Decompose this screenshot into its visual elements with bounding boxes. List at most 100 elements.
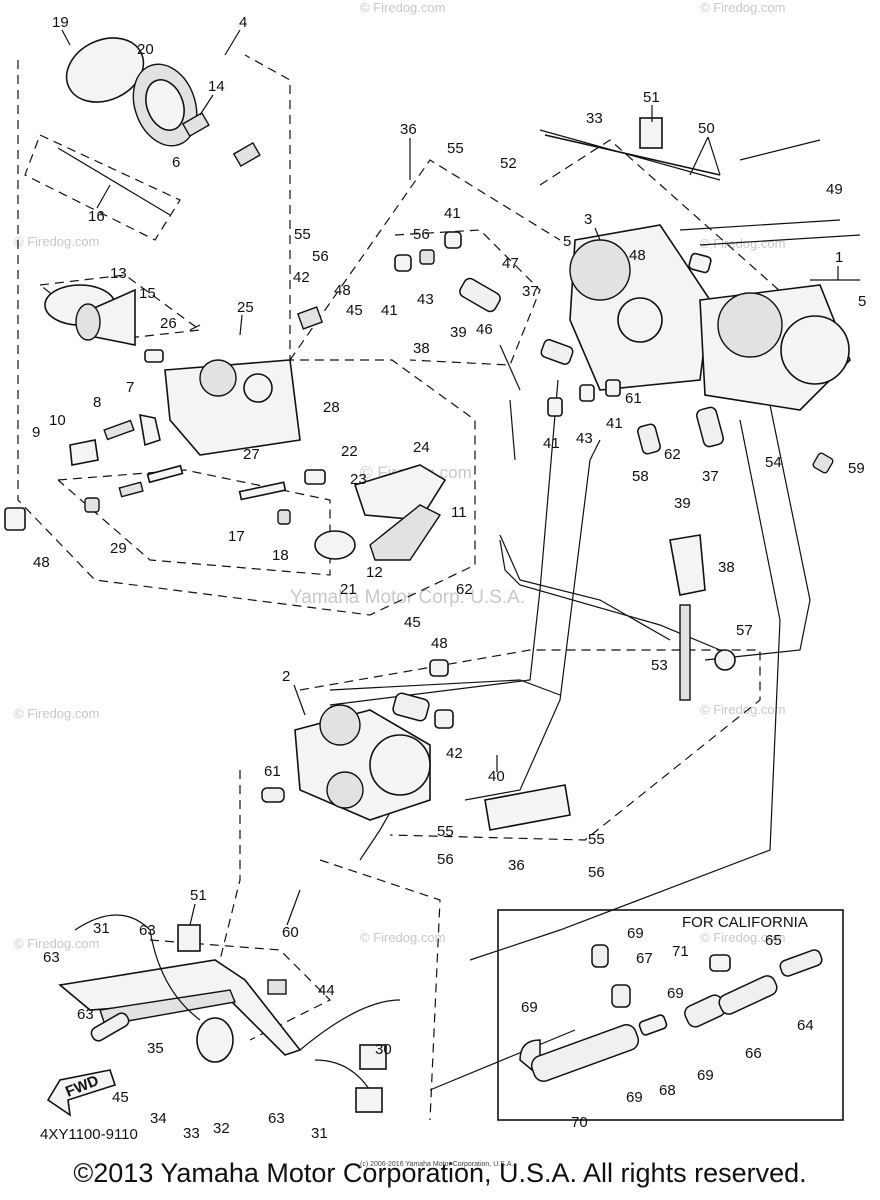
- callout-57: 57: [736, 622, 753, 639]
- callout-48-left: 48: [33, 554, 50, 571]
- bracket-wiring: FWD: [46, 914, 401, 1117]
- callout-45-mid: 45: [404, 614, 421, 631]
- callout-38-top: 38: [413, 340, 430, 357]
- callout-3: 3: [584, 211, 592, 228]
- callout-23: 23: [350, 471, 367, 488]
- callout-19: 19: [52, 14, 69, 31]
- callout-34: 34: [150, 1110, 167, 1127]
- callout-4: 4: [239, 14, 247, 31]
- callout-31-b: 31: [311, 1125, 328, 1142]
- group-outlines: [17, 54, 791, 1121]
- callout-50: 50: [698, 120, 715, 137]
- callout-35: 35: [147, 1040, 164, 1057]
- callout-41-low2: 41: [606, 415, 623, 432]
- callout-49: 49: [826, 181, 843, 198]
- part-code: 4XY1100-9110: [40, 1126, 138, 1143]
- callout-33-low: 33: [183, 1125, 200, 1142]
- callout-56-low: 56: [437, 851, 454, 868]
- callout-11: 11: [451, 504, 467, 521]
- callout-71: 71: [672, 943, 689, 960]
- watermarks: © Firedog.com © Firedog.com © Firedog.co…: [14, 0, 785, 951]
- callout-2: 2: [282, 668, 290, 685]
- callout-14: 14: [208, 78, 225, 95]
- callout-37-low: 37: [702, 468, 719, 485]
- callout-62-left: 62: [456, 581, 473, 598]
- watermark-right-2: © Firedog.com: [700, 236, 785, 251]
- california-title: FOR CALIFORNIA: [682, 914, 808, 931]
- callout-54: 54: [765, 454, 782, 471]
- watermark-mid-right: © Firedog.com: [700, 930, 785, 945]
- callout-67: 67: [636, 950, 653, 967]
- callout-12: 12: [366, 564, 383, 581]
- callout-63-a: 63: [139, 922, 156, 939]
- callout-41-mid: 41: [381, 302, 398, 319]
- callout-62-right: 62: [664, 446, 681, 463]
- tiny-copyright-note: (c) 2006-2016 Yamaha Motor Corporation, …: [360, 1161, 514, 1168]
- callout-60: 60: [282, 924, 299, 941]
- callout-1: 1: [835, 249, 843, 266]
- callout-48-mid: 48: [334, 282, 351, 299]
- callout-44: 44: [318, 982, 335, 999]
- callout-39-top: 39: [450, 324, 467, 341]
- callout-42-low: 42: [446, 745, 463, 762]
- watermark-yamaha: Yamaha Motor Corp. U.S.A.: [290, 587, 525, 608]
- callout-39-low: 39: [674, 495, 691, 512]
- callout-24: 24: [413, 439, 430, 456]
- callout-16: 16: [88, 208, 105, 225]
- callout-65: 65: [765, 932, 782, 949]
- copyright-footer: ©2013 Yamaha Motor Corporation, U.S.A. A…: [73, 1158, 807, 1188]
- callout-32: 32: [213, 1120, 230, 1137]
- callout-45-top: 45: [346, 302, 363, 319]
- callout-6: 6: [172, 154, 180, 171]
- callout-45-low: 45: [112, 1089, 129, 1106]
- callout-48-right: 48: [629, 247, 646, 264]
- carburetor-2: [261, 659, 571, 831]
- callout-48-low: 48: [431, 635, 448, 652]
- callout-41-low: 41: [543, 435, 560, 452]
- callout-66: 66: [745, 1045, 762, 1062]
- callout-40: 40: [488, 768, 505, 785]
- callout-20: 20: [137, 41, 154, 58]
- watermark-left-3: © Firedog.com: [14, 936, 99, 951]
- callout-33-top: 33: [586, 110, 603, 127]
- callout-51-top: 51: [643, 89, 660, 106]
- callout-25: 25: [237, 299, 254, 316]
- callout-69-d: 69: [697, 1067, 714, 1084]
- callout-22: 22: [341, 443, 358, 460]
- callout-18: 18: [272, 547, 289, 564]
- callout-8: 8: [93, 394, 101, 411]
- callout-47: 47: [502, 255, 519, 272]
- watermark-right: © Firedog.com: [700, 702, 785, 717]
- callout-29: 29: [110, 540, 127, 557]
- callout-27: 27: [243, 446, 260, 463]
- callout-63-b: 63: [43, 949, 60, 966]
- callout-17: 17: [228, 528, 245, 545]
- callout-69-a: 69: [627, 925, 644, 942]
- callout-36-top: 36: [400, 121, 417, 138]
- callout-64: 64: [797, 1017, 814, 1034]
- fwd-label: FWD: [63, 1072, 101, 1101]
- callout-43-low: 43: [576, 430, 593, 447]
- callout-10: 10: [49, 412, 66, 429]
- watermark-left: © Firedog.com: [14, 234, 99, 249]
- callout-13: 13: [110, 265, 127, 282]
- callout-38-low: 38: [718, 559, 735, 576]
- linkage-middle: [499, 534, 736, 701]
- watermark-mid: © Firedog.com: [360, 930, 445, 945]
- callout-15: 15: [139, 285, 156, 302]
- callout-56-left: 56: [312, 248, 329, 265]
- callout-31-low: 31: [93, 920, 110, 937]
- callout-5-top: 5: [563, 233, 571, 250]
- callout-69-e: 69: [626, 1089, 643, 1106]
- watermark-top: © Firedog.com: [360, 0, 445, 15]
- callout-63-d: 63: [268, 1110, 285, 1127]
- carburetor-4-exploded: [4, 37, 447, 561]
- callout-63-c: 63: [77, 1006, 94, 1023]
- callout-30: 30: [375, 1041, 392, 1058]
- callout-61-top: 61: [625, 390, 642, 407]
- callout-68: 68: [659, 1082, 676, 1099]
- callout-37-top: 37: [522, 283, 539, 300]
- callout-7: 7: [126, 379, 134, 396]
- callout-36-low: 36: [508, 857, 525, 874]
